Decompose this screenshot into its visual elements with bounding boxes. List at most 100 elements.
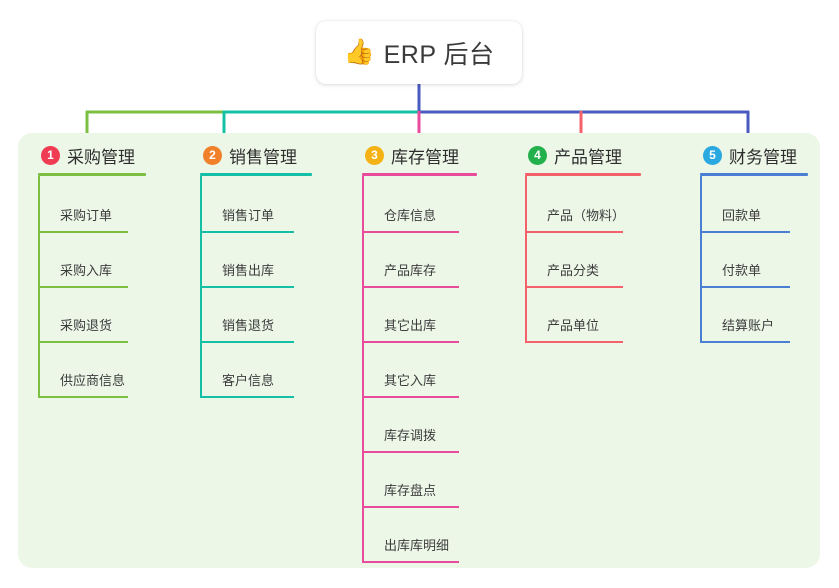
leaf-rule [362, 506, 459, 508]
leaf-rule [362, 451, 459, 453]
column-rule [38, 173, 146, 176]
column-header-4[interactable]: 4 产品管理 [525, 142, 641, 168]
leaf-item[interactable]: 采购订单 [38, 178, 146, 233]
leaf-spine [700, 176, 702, 341]
leaf-list: 销售订单销售出库销售退货客户信息 [200, 176, 312, 398]
leaf-item[interactable]: 产品库存 [362, 233, 477, 288]
root-node[interactable]: 👍 ERP 后台 [316, 21, 522, 84]
leaf-label: 销售订单 [222, 208, 275, 223]
leaf-label: 供应商信息 [60, 373, 126, 388]
column-title: 产品管理 [554, 147, 622, 167]
leaf-item[interactable]: 其它出库 [362, 288, 477, 343]
leaf-item[interactable]: 其它入库 [362, 343, 477, 398]
leaf-rule [200, 396, 294, 398]
leaf-item[interactable]: 产品（物料） [525, 178, 641, 233]
leaf-rule [38, 286, 128, 288]
leaf-rule [525, 341, 623, 343]
leaf-item[interactable]: 结算账户 [700, 288, 808, 343]
column-title: 采购管理 [67, 147, 135, 167]
leaf-label: 结算账户 [722, 318, 775, 333]
number-badge-icon: 1 [41, 145, 60, 165]
leaf-item[interactable]: 销售订单 [200, 178, 312, 233]
leaf-rule [525, 231, 623, 233]
leaf-spine [525, 176, 527, 341]
leaf-list: 产品（物料） 产品分类产品单位 [525, 176, 641, 343]
leaf-rule [700, 231, 790, 233]
column-2: 2 销售管理销售订单销售出库销售退货客户信息 [200, 142, 312, 398]
leaf-rule [700, 286, 790, 288]
leaf-label: 采购入库 [60, 263, 113, 278]
leaf-label: 付款单 [722, 263, 762, 278]
leaf-label: 其它入库 [384, 373, 437, 388]
leaf-label: 客户信息 [222, 373, 275, 388]
leaf-label: 库存调拨 [384, 428, 437, 443]
leaf-label: 产品库存 [384, 263, 437, 278]
leaf-item[interactable]: 销售出库 [200, 233, 312, 288]
leaf-rule [362, 286, 459, 288]
leaf-rule [200, 286, 294, 288]
branch-panel [18, 133, 820, 568]
leaf-rule [200, 341, 294, 343]
thumbs-up-icon: 👍 [343, 38, 375, 66]
leaf-list: 回款单付款单结算账户 [700, 176, 808, 343]
leaf-item[interactable]: 销售退货 [200, 288, 312, 343]
leaf-rule [38, 341, 128, 343]
column-header-5[interactable]: 5 财务管理 [700, 142, 808, 168]
leaf-rule [362, 561, 459, 563]
column-4: 4 产品管理产品（物料） 产品分类产品单位 [525, 142, 641, 343]
leaf-item[interactable]: 仓库信息 [362, 178, 477, 233]
leaf-item[interactable]: 回款单 [700, 178, 808, 233]
leaf-label: 产品单位 [547, 318, 600, 333]
number-badge-icon: 5 [703, 145, 722, 165]
leaf-item[interactable]: 采购入库 [38, 233, 146, 288]
leaf-rule [38, 231, 128, 233]
leaf-rule [38, 396, 128, 398]
leaf-label: 回款单 [722, 208, 762, 223]
leaf-item[interactable]: 供应商信息 [38, 343, 146, 398]
leaf-item[interactable]: 库存调拨 [362, 398, 477, 453]
leaf-rule [525, 286, 623, 288]
leaf-item[interactable]: 产品单位 [525, 288, 641, 343]
number-badge-icon: 2 [203, 145, 222, 165]
leaf-rule [362, 396, 459, 398]
leaf-label: 出库库明细 [384, 538, 450, 553]
leaf-item[interactable]: 采购退货 [38, 288, 146, 343]
leaf-label: 其它出库 [384, 318, 437, 333]
column-title: 销售管理 [229, 147, 297, 167]
column-5: 5 财务管理回款单付款单结算账户 [700, 142, 808, 343]
leaf-spine [362, 176, 364, 561]
leaf-rule [700, 341, 790, 343]
number-badge-icon: 4 [528, 145, 547, 165]
column-header-2[interactable]: 2 销售管理 [200, 142, 312, 168]
column-1: 1 采购管理采购订单采购入库采购退货供应商信息 [38, 142, 146, 398]
column-rule [200, 173, 312, 176]
column-rule [700, 173, 808, 176]
leaf-item[interactable]: 产品分类 [525, 233, 641, 288]
leaf-label: 销售退货 [222, 318, 275, 333]
leaf-label: 仓库信息 [384, 208, 437, 223]
leaf-label: 销售出库 [222, 263, 275, 278]
leaf-label: 库存盘点 [384, 483, 437, 498]
root-title: ERP 后台 [383, 40, 495, 69]
leaf-label: 采购退货 [60, 318, 113, 333]
leaf-item[interactable]: 付款单 [700, 233, 808, 288]
number-badge-icon: 3 [365, 145, 384, 165]
leaf-label: 产品（物料） [547, 208, 626, 223]
leaf-rule [362, 341, 459, 343]
column-rule [362, 173, 477, 176]
leaf-rule [200, 231, 294, 233]
leaf-list: 采购订单采购入库采购退货供应商信息 [38, 176, 146, 398]
leaf-item[interactable]: 出库库明细 [362, 508, 477, 563]
leaf-label: 产品分类 [547, 263, 600, 278]
column-title: 财务管理 [729, 147, 797, 167]
leaf-item[interactable]: 库存盘点 [362, 453, 477, 508]
column-header-1[interactable]: 1 采购管理 [38, 142, 146, 168]
leaf-label: 采购订单 [60, 208, 113, 223]
leaf-rule [362, 231, 459, 233]
leaf-list: 仓库信息产品库存其它出库其它入库库存调拨库存盘点出库库明细 [362, 176, 477, 563]
column-rule [525, 173, 641, 176]
leaf-item[interactable]: 客户信息 [200, 343, 312, 398]
